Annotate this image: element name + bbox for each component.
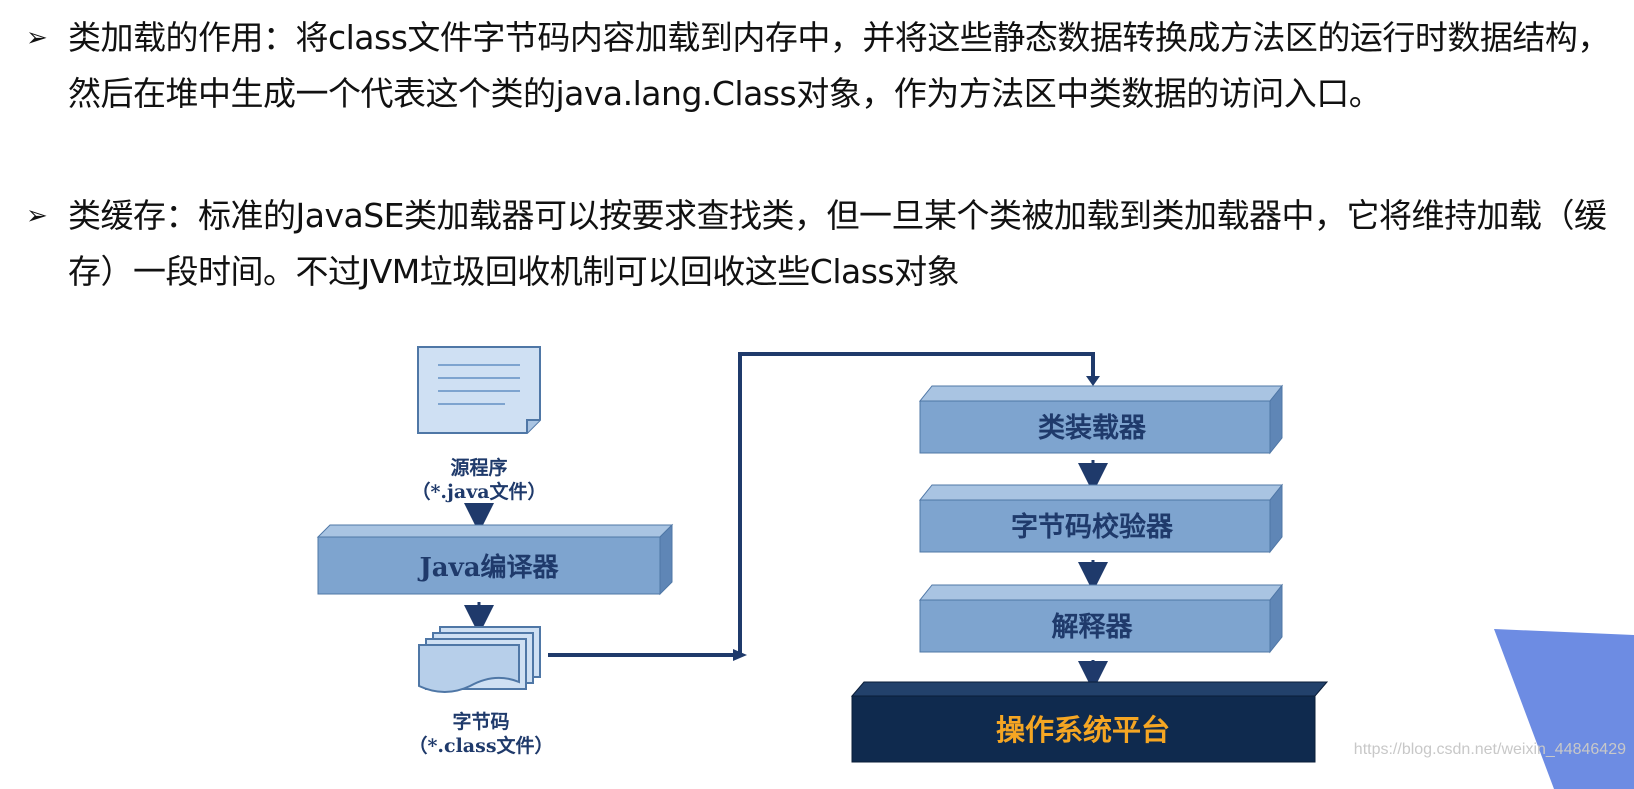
java-compiler-label: Java编译器 — [417, 552, 559, 583]
bytecode-verifier-box: 字节码校验器 — [918, 483, 1284, 554]
interpreter-label: 解释器 — [1052, 612, 1134, 643]
decorative-corner-shape — [1494, 629, 1634, 789]
watermark-url: https://blog.csdn.net/weixin_44846429 — [1353, 741, 1626, 758]
source-label: 源程序 — [450, 456, 507, 479]
diagram-canvas: 源程序 （*.java文件） Java编译器 字节码 （*.class文件） — [316, 346, 1329, 763]
source-sub-label: （*.java文件） — [411, 480, 546, 503]
class-loader-box: 类装载器 — [918, 384, 1284, 455]
os-platform-box: 操作系统平台 — [850, 681, 1329, 763]
bullet-class-loading-purpose: ➢ 类加载的作用：将class文件字节码内容加载到内存中，并将这些静态数据转换成… — [26, 10, 1632, 180]
class-loading-diagram: 源程序 （*.java文件） Java编译器 字节码 （*.class文件） — [0, 320, 1634, 789]
arrow-bytecode-to-classloader — [548, 352, 1095, 657]
bytecode-label: 字节码 — [452, 710, 509, 733]
bullet-text-class-cache: 类缓存：标准的JavaSE类加载器可以按要求查找类，但一旦某个类被加载到类加载器… — [68, 196, 1607, 291]
class-loader-label: 类装载器 — [1038, 413, 1147, 444]
bullet-arrow-icon: ➢ — [26, 201, 48, 231]
bytecode-sub-label: （*.class文件） — [408, 734, 553, 757]
bullet-arrow-icon: ➢ — [26, 23, 48, 53]
bullet-text-class-loading: 类加载的作用：将class文件字节码内容加载到内存中，并将这些静态数据转换成方法… — [68, 18, 1610, 113]
bytecode-verifier-label: 字节码校验器 — [1011, 511, 1174, 543]
source-document-icon — [417, 346, 541, 434]
os-platform-label: 操作系统平台 — [996, 713, 1170, 747]
bytecode-files-icon — [418, 626, 541, 693]
bullet-class-cache: ➢ 类缓存：标准的JavaSE类加载器可以按要求查找类，但一旦某个类被加载到类加… — [26, 188, 1632, 300]
interpreter-box: 解释器 — [918, 583, 1284, 654]
java-compiler-box: Java编译器 — [316, 523, 674, 596]
